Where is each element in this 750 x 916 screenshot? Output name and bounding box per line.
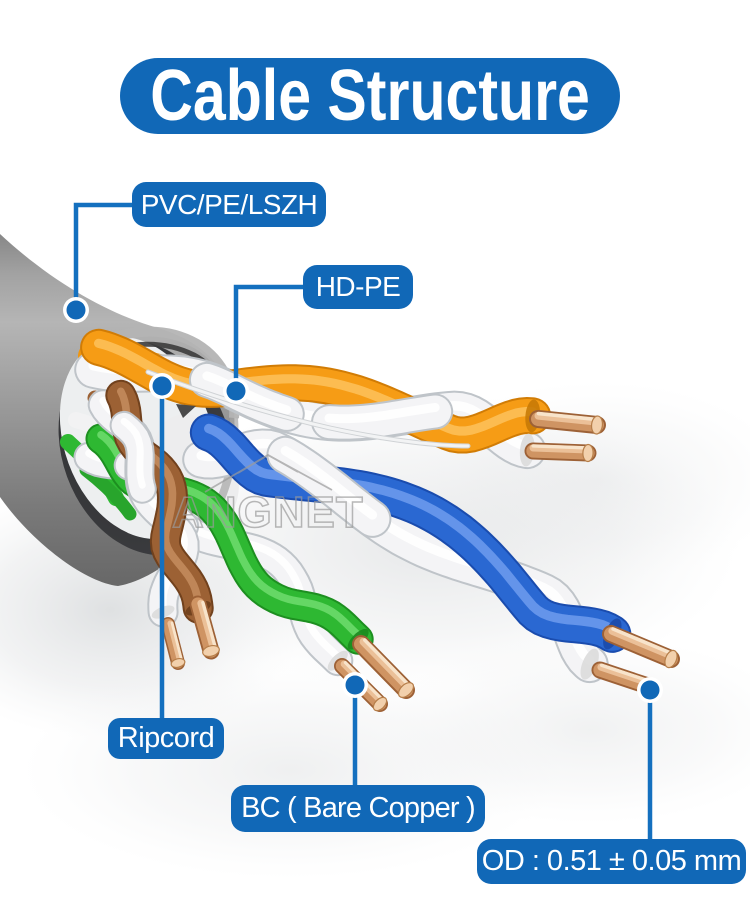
svg-text:ANGNET: ANGNET [172, 488, 364, 537]
